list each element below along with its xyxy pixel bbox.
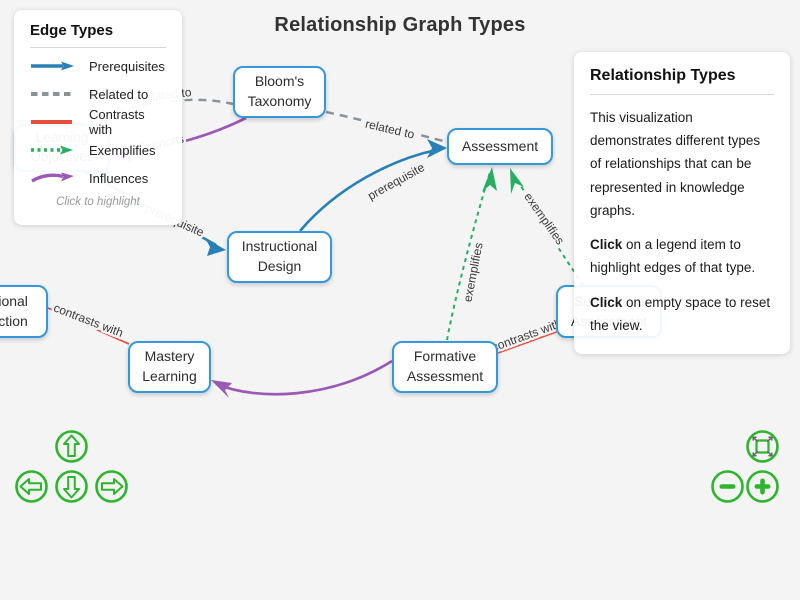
zoom-in-button[interactable] [745,469,780,504]
page-title: Relationship Graph Types [274,14,526,36]
info-tip-reset-text: on empty space to reset the view. [590,294,771,333]
arrowhead-exemplifies [482,167,497,192]
legend-item-label: Contrasts with [89,107,145,137]
edge-contrasts-ti-ml [47,307,130,345]
edge-prereq-id-as [299,148,437,232]
influences-line-icon [31,172,74,183]
info-tip-reset: Click on empty space to reset the view. [590,291,774,337]
arrowhead-prerequisite [205,238,226,256]
edge-exemplifies-sa-as [516,177,584,286]
edge-influences-fa-ml [215,359,393,396]
info-tip-legend: Click on a legend item to highlight edge… [590,233,774,279]
zoom-out-icon [711,470,744,503]
legend-item-contrasts-with[interactable]: Contrasts with [30,107,166,137]
edge-label: contrasts with [52,301,126,340]
prerequisites-line-icon [31,61,74,71]
legend-item-label: Prerequisites [89,58,165,74]
pan-left-button[interactable] [14,469,49,504]
pan-left-icon [15,470,48,503]
arrowhead-exemplifies [510,168,524,194]
edge-exemplifies-fa-as [446,171,491,341]
node-traditional-instruction[interactable]: Traditional Instruction [0,285,48,338]
edge-label: contrasts with [490,316,564,354]
legend-item-label: Related to [89,86,149,102]
info-intro: This visualization demonstrates differen… [590,110,761,218]
legend-item-label: Exemplifies [89,142,156,158]
pan-down-icon [55,470,88,503]
related-to-line-icon [31,92,72,96]
edge-label: exemplifies [521,190,567,247]
edge-label: prerequisite [365,160,427,203]
contrasts-with-line-icon [31,120,72,124]
node-blooms-taxonomy[interactable]: Bloom's Taxonomy [233,66,326,118]
arrowhead-prerequisite [427,139,447,158]
fit-view-icon [746,430,779,463]
edge-label: related to [364,117,416,142]
divider [30,47,166,48]
info-tip-legend-text: on a legend item to highlight edges of t… [590,237,756,276]
relationship-types-panel: Relationship Types This visualization de… [574,52,790,354]
legend-title: Edge Types [30,22,114,39]
edge-contrasts-fa-sa [497,330,560,354]
zoom-in-icon [746,470,779,503]
emphasis: Click [590,294,623,310]
edge-related-bt-as [325,110,448,144]
pan-right-button[interactable] [94,469,129,504]
node-formative-assessment[interactable]: Formative Assessment [392,341,498,393]
divider [590,94,774,95]
legend-item-influences[interactable]: Influences [30,164,166,192]
legend-item-label: Influences [89,170,149,186]
legend-hint: Click to highlight [56,196,140,208]
node-instructional-design[interactable]: Instructional Design [227,231,332,283]
legend-item-prerequisites[interactable]: Prerequisites [30,52,166,80]
exemplifies-line-icon [31,145,73,155]
arrowhead-influences [211,380,232,398]
pan-down-button[interactable] [54,469,89,504]
pan-up-icon [55,430,88,463]
emphasis: Click [590,237,623,253]
node-assessment[interactable]: Assessment [447,128,553,165]
pan-up-button[interactable] [54,429,89,464]
zoom-out-button[interactable] [710,469,745,504]
node-mastery-learning[interactable]: Mastery Learning [128,341,211,393]
legend-item-related-to[interactable]: Related to [30,80,166,108]
edge-types-legend: Edge Types Prerequisites Related to Cont… [14,10,182,225]
edge-label: exemplifies [460,241,485,303]
fit-view-button[interactable] [745,429,780,464]
pan-right-icon [95,470,128,503]
legend-item-exemplifies[interactable]: Exemplifies [30,136,166,164]
info-panel-title: Relationship Types [590,67,736,84]
